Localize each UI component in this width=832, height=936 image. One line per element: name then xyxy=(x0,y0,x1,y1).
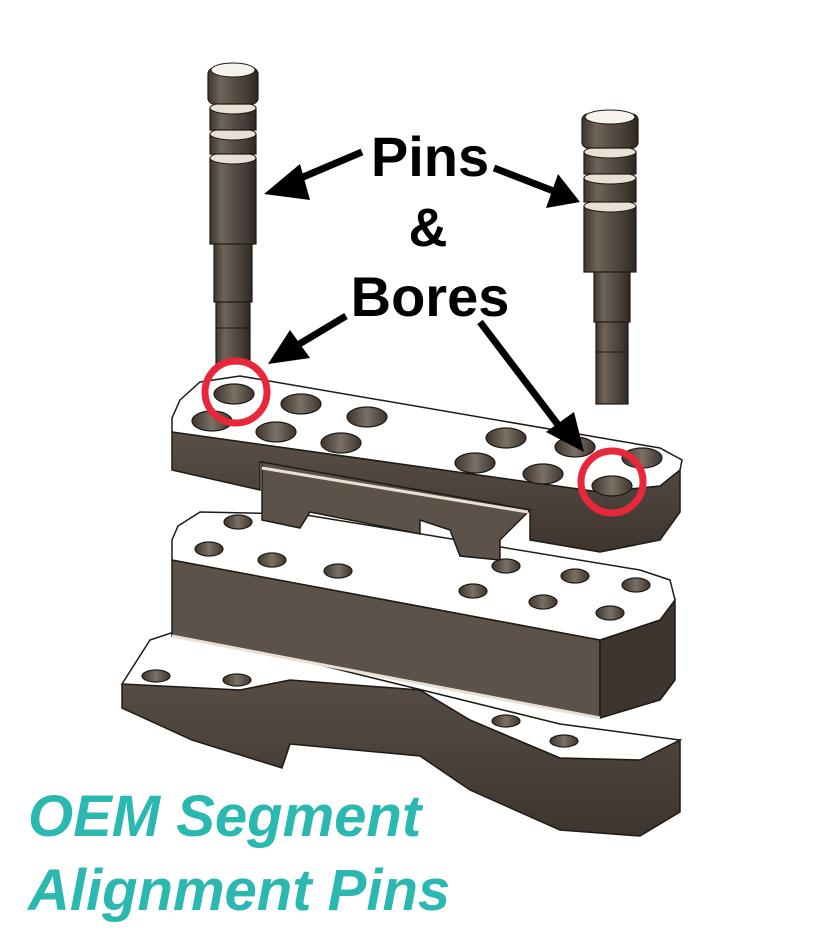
arrow-to-left-pin xyxy=(264,148,364,200)
callout-arrows xyxy=(264,148,584,452)
title-line-2: Alignment Pins xyxy=(28,858,451,923)
upper-segment-plate xyxy=(171,375,683,561)
arrow-to-right-bore xyxy=(477,319,584,452)
arrow-to-right-pin xyxy=(492,164,580,208)
left-alignment-pin xyxy=(207,62,259,365)
plate-holes xyxy=(191,383,663,497)
right-bore-highlight-ring xyxy=(577,447,647,517)
plate-slot xyxy=(261,461,532,561)
arrow-to-left-bore xyxy=(268,312,348,364)
lower-base-block xyxy=(120,511,683,837)
base-holes xyxy=(141,514,651,748)
callout-bores-label: Bores xyxy=(351,265,510,328)
title-line-1: OEM Segment xyxy=(28,784,422,849)
callout-ampersand-label: & xyxy=(409,198,448,258)
left-bore-highlight-ring xyxy=(201,357,271,427)
right-alignment-pin xyxy=(581,109,639,405)
callout-pins-label: Pins xyxy=(371,125,489,188)
